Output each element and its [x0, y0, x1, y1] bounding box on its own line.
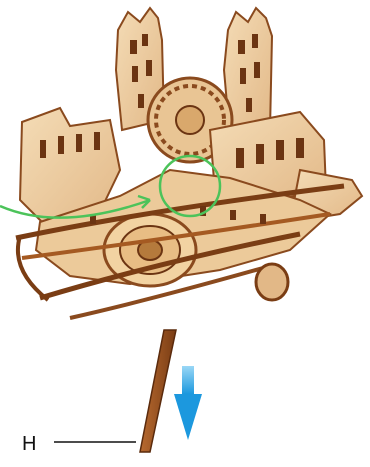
blue-down-arrow-icon: [174, 366, 202, 440]
part-h-label: H: [22, 433, 36, 455]
part-h-callout: H: [22, 433, 136, 455]
part-h-stick: [140, 330, 176, 452]
